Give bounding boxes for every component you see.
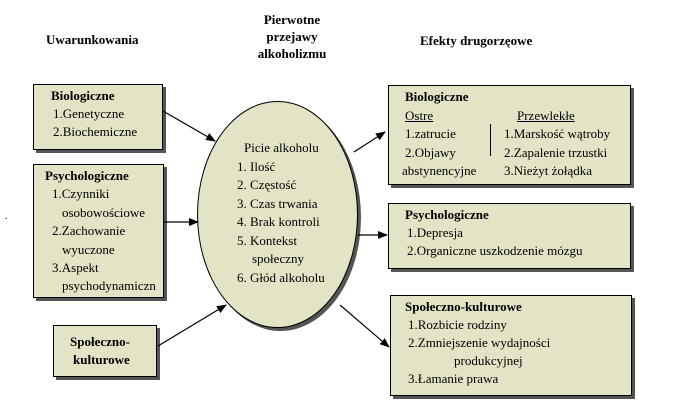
central-ellipse (197, 101, 358, 328)
heading-center-line-3: alkoholizmu (257, 46, 327, 61)
list-item: wyuczone (62, 241, 115, 257)
box-title: Biologiczne (405, 89, 469, 104)
central-ellipse-text: Picie alkoholu 1. Ilość 2. Częstość 3. C… (228, 139, 358, 287)
box-title: Społeczno-kulturowe (405, 299, 522, 314)
list-item: 3. Czas trwania (237, 195, 318, 211)
list-item: 2.Objawy (405, 144, 456, 160)
list-item: 5. Kontekst (237, 232, 297, 248)
list-item: 3.Nieżyt żołądka (504, 163, 593, 179)
list-item: 2. Częstość (237, 177, 297, 192)
acute-column: Ostre 1.zatrucie 2.Objawy abstynencyjne (402, 107, 477, 181)
column-divider (490, 124, 491, 156)
list-item: 1. Ilość (237, 158, 276, 174)
list-item: 4. Brak kontroli (237, 214, 320, 229)
list-item: osobowościowe (62, 204, 146, 220)
stray-mark: . (5, 211, 8, 222)
list-item: produkcyjnej (454, 353, 523, 368)
arrow-biological-to-drinking (162, 110, 216, 142)
box-effects-sociocultural: Społeczno-kulturowe 1.Rozbicie rodziny 2… (390, 295, 632, 396)
heading-right: Efekty drugorzęowe (420, 33, 533, 48)
list-item: 6. Głód alkoholu (237, 269, 325, 285)
list-item: 1.Marskość wątroby (504, 126, 611, 142)
central-title: Picie alkoholu (244, 140, 319, 155)
acute-label: Ostre (405, 108, 434, 123)
list-item: 3.Łamanie prawa (408, 371, 499, 386)
box-title-line-2: kulturowe (73, 352, 130, 367)
box-causes-biological: Biologiczne 1.Genetyczne 2.Biochemiczne (33, 84, 163, 150)
arrow-drinking-to-biological (353, 131, 386, 153)
box-effects-biological: Biologiczne Ostre 1.zatrucie 2.Objawy ab… (388, 85, 631, 185)
list-item: 1.Rozbicie rodziny (408, 317, 507, 332)
box-title: Psychologiczne (405, 207, 489, 222)
list-item: społeczny (252, 251, 304, 266)
list-item: 1.zatrucie (405, 126, 456, 142)
heading-center-line-2: przejawy (266, 29, 318, 44)
box-title: Psychologiczne (45, 168, 129, 183)
list-item: 3.Aspekt (52, 260, 99, 276)
list-item: 2.Zmniejszenie wydajności (408, 335, 551, 350)
chronic-column: Przewlekłe 1.Marskość wątroby 2.Zapaleni… (504, 107, 610, 181)
list-item: 1.Depresja (407, 225, 463, 240)
list-item: 2.Biochemiczne (53, 124, 138, 139)
list-item: 2.Organiczne uszkodzenie mózgu (407, 243, 583, 258)
box-causes-sociocultural: Społeczno- kulturowe (53, 325, 157, 377)
arrow-sociocultural-to-drinking (157, 304, 227, 347)
list-item: psychodynamiczn (62, 278, 156, 294)
list-item: abstynencyjne (402, 163, 477, 179)
box-causes-psychological: Psychologiczne 1.Czynniki osobowościowe … (33, 164, 164, 298)
box-title-line-1: Społeczno- (70, 334, 130, 349)
heading-center: Pierwotne przejawy alkoholizmu (232, 11, 352, 62)
heading-center-line-1: Pierwotne (263, 12, 321, 27)
chronic-label: Przewlekłe (517, 108, 575, 123)
arrow-drinking-to-sociocultural (339, 304, 390, 348)
box-title: Biologiczne (51, 88, 115, 103)
list-item: 1.Genetyczne (53, 106, 125, 121)
heading-left: Uwarunkowania (46, 32, 139, 47)
list-item: 2.Zapalenie trzustki (504, 144, 608, 160)
box-effects-psychological: Psychologiczne 1.Depresja 2.Organiczne u… (388, 203, 631, 269)
list-item: 2.Zachowanie (52, 223, 126, 239)
list-item: 1.Czynniki (52, 186, 110, 202)
